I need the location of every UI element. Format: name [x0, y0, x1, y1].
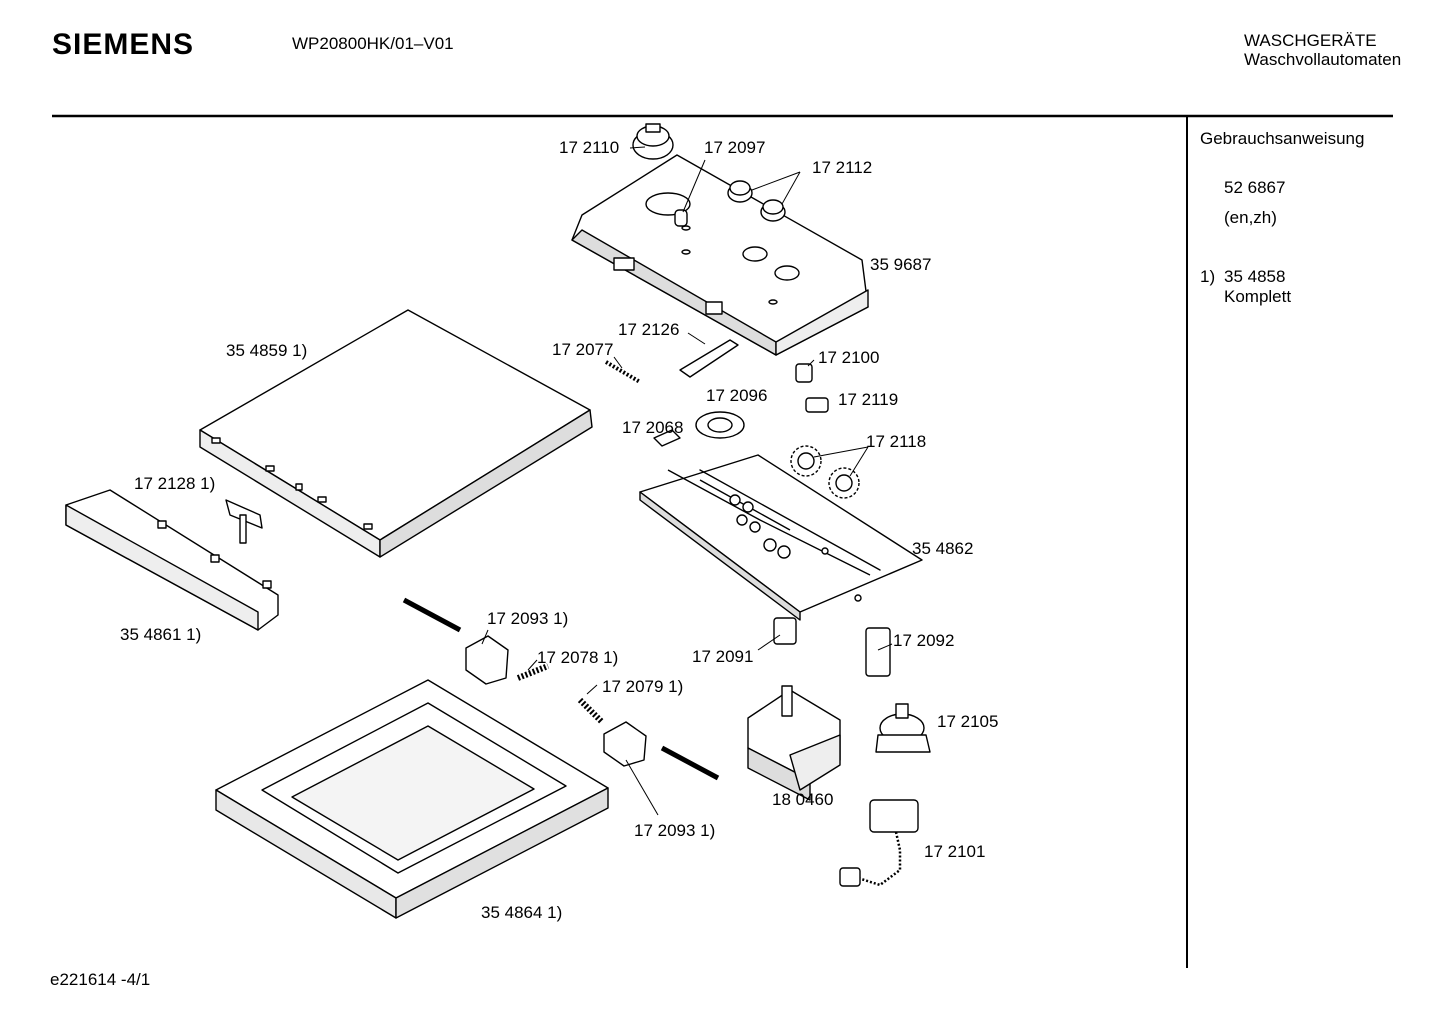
switch-cap: [795, 363, 813, 383]
part-label: 17 2128 1): [134, 474, 215, 493]
hinge-a: [465, 635, 509, 685]
footnote-part: 35 4858: [1224, 267, 1286, 286]
shaft-pin: [674, 209, 688, 227]
part-label: 17 2096: [706, 386, 767, 405]
sensor-part: [839, 799, 919, 887]
front-panel-bar: [65, 489, 279, 631]
brand-logo: SIEMENS: [52, 28, 195, 61]
part-label: 35 4862: [912, 539, 973, 558]
electronics-board: [639, 454, 923, 621]
part-label: 17 2126: [618, 320, 679, 339]
drawing-id: e221614 -4/1: [50, 970, 151, 989]
slider-part: [805, 397, 829, 413]
bracket-part: [679, 339, 739, 378]
part-label: 35 4861 1): [120, 625, 201, 644]
footnote-text: Komplett: [1224, 287, 1292, 306]
clip-part: [225, 499, 263, 544]
subcategory-title: Waschvollautomaten: [1244, 50, 1402, 69]
door-frame: [215, 679, 609, 919]
valve-part: [875, 703, 931, 753]
part-label: 17 2112: [812, 158, 872, 177]
part-label: 17 2092: [893, 631, 954, 650]
part-label: 17 2077: [552, 340, 613, 359]
switch-a: [773, 617, 797, 645]
part-label: 17 2093 1): [487, 609, 568, 628]
part-label: 17 2105: [937, 712, 998, 731]
part-label: 17 2093 1): [634, 821, 715, 840]
part-label: 17 2101: [924, 842, 985, 861]
part-label: 17 2119: [838, 390, 898, 409]
small-knob-b: [760, 199, 786, 222]
control-panel: [571, 154, 869, 356]
part-label: 17 2100: [818, 348, 879, 367]
rotary-disc: [695, 411, 745, 439]
part-label: 17 2118: [866, 432, 926, 451]
category-title: WASCHGERÄTE: [1244, 31, 1377, 50]
part-label: 35 4859 1): [226, 341, 307, 360]
hinge-rod-b: [660, 745, 720, 781]
spring-a: [516, 663, 550, 681]
model-number: WP20800HK/01–V01: [292, 34, 454, 53]
manual-title: Gebrauchsanweisung: [1200, 129, 1365, 148]
switch-b: [865, 627, 891, 677]
small-knob-a: [727, 180, 753, 203]
part-label: 17 2068: [622, 418, 683, 437]
part-label: 17 2097: [704, 138, 765, 157]
part-label: 35 9687: [870, 255, 931, 274]
part-label: 17 2091: [692, 647, 753, 666]
gear-wheel-b: [828, 467, 860, 499]
part-label: 18 0460: [772, 790, 833, 809]
spring-b: [577, 697, 605, 725]
manual-number: 52 6867: [1224, 178, 1286, 197]
part-label: 35 4864 1): [481, 903, 562, 922]
part-label: 17 2110: [559, 138, 619, 157]
leader-lines: [481, 146, 893, 816]
timer-motor: [747, 685, 841, 801]
footnote-marker: 1): [1200, 267, 1216, 286]
gear-wheel-a: [790, 445, 822, 477]
manual-languages: (en,zh): [1224, 208, 1277, 227]
part-label: 17 2079 1): [602, 677, 683, 696]
program-knob: [632, 123, 674, 160]
lid-cover: [199, 309, 593, 558]
part-label: 17 2078 1): [537, 648, 618, 667]
hinge-b: [603, 721, 647, 767]
hinge-rod-a: [402, 597, 462, 633]
plate-part: [653, 429, 681, 447]
spring-small: [604, 360, 642, 384]
